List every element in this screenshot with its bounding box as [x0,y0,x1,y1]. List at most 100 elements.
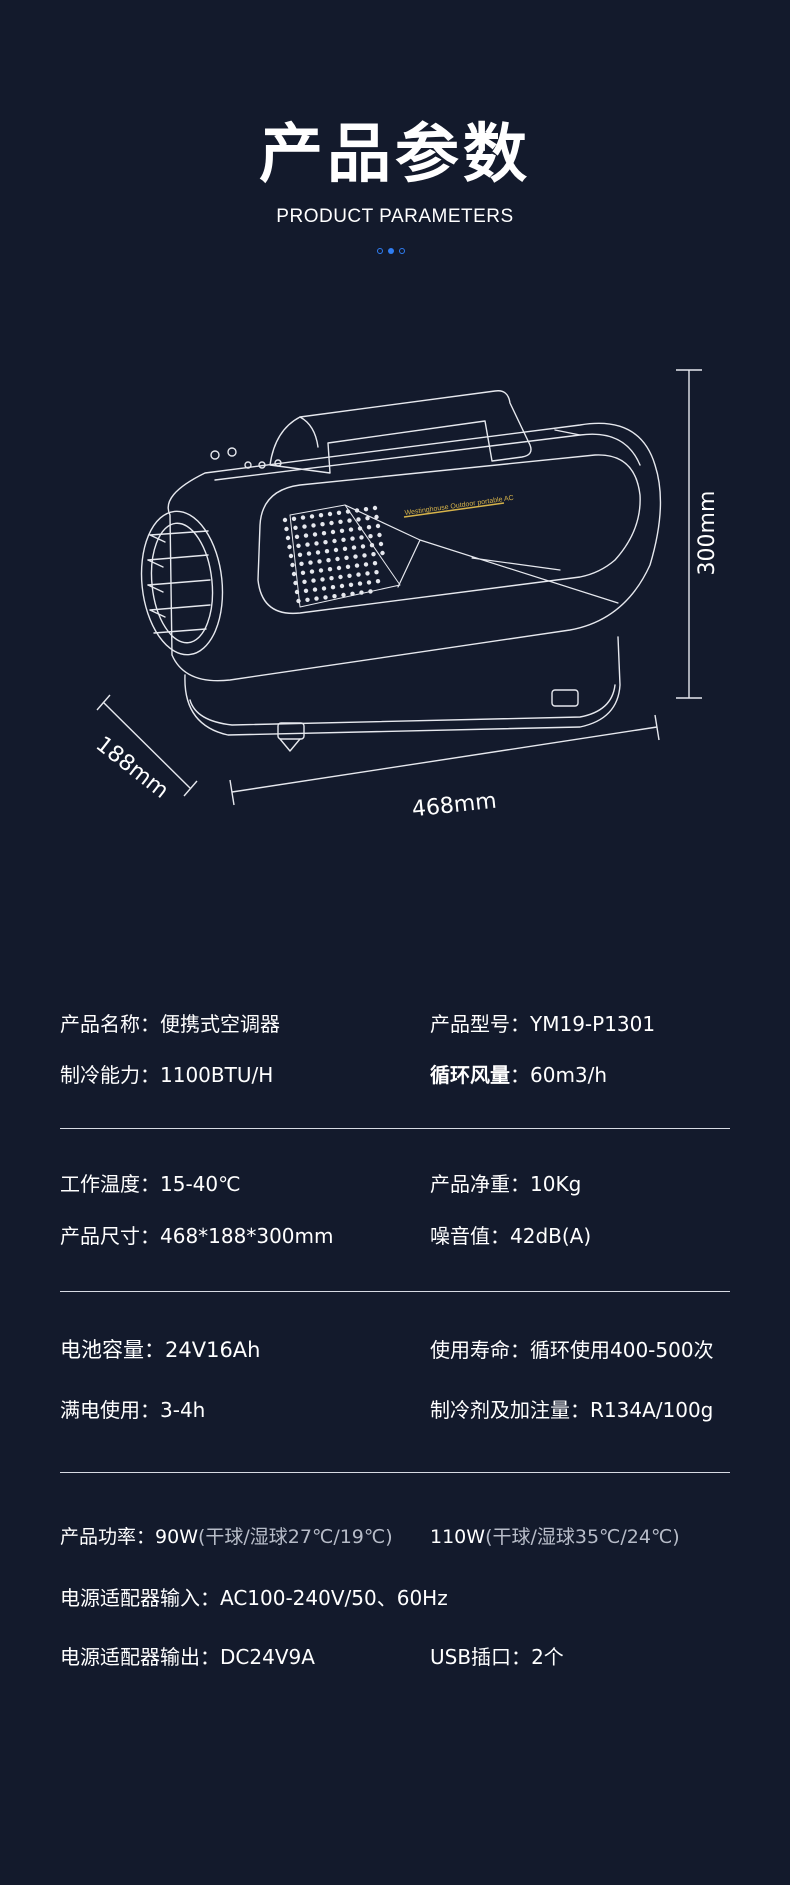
grille-dot [368,534,373,539]
grille-dot [305,597,310,602]
grille-dot [309,514,315,519]
grille-dot [320,577,325,582]
grille-dot [296,543,301,548]
spec-power-alt: 110W(干球/湿球35℃/24℃) [430,1522,680,1549]
spec-value: 60m3/h [530,1063,608,1087]
grille-dot [348,527,354,532]
spec-label: 噪音值： [430,1224,510,1248]
grille-dot [327,567,333,572]
dot-indicator [377,248,383,254]
base-platform-outline [184,636,621,736]
grille-dot [380,550,385,556]
spec-label: 产品名称： [60,1012,160,1036]
spec-label: 循环风量 [430,1063,510,1087]
spec-dimensions: 产品尺寸：468*188*300mm [60,1220,334,1249]
grille-dot [318,568,324,573]
dot-indicator [399,248,405,254]
grille-dot [375,523,381,529]
grille-dot [327,511,333,517]
spec-refrigerant: 制冷剂及加注量：R134A/100g [430,1394,713,1423]
spec-value: 110W [430,1526,486,1548]
spec-value: 15-40℃ [160,1172,241,1196]
grille-dot [359,535,364,540]
spec-value: DC24V9A [220,1645,315,1669]
grille-dot [299,561,304,566]
spec-battery: 电池容量：24V16Ah [60,1334,260,1364]
grille-dot [353,554,358,559]
grille-dot [332,594,337,599]
grille-dot [365,516,370,521]
base-foot [279,738,301,752]
grille-dot [368,589,373,594]
grille-dot [342,546,348,551]
height-dimension [676,369,702,699]
grille-dot [323,540,328,545]
grille-dot [290,562,295,568]
grille-dot [312,587,318,592]
grille-dot [339,583,345,589]
grille-dot [317,559,322,564]
grille-dot [354,563,360,568]
spec-label: USB插口： [430,1645,532,1669]
grille-dot [282,517,288,523]
grille-dot [329,576,334,581]
spec-airflow: 循环风量：60m3/h [430,1059,607,1088]
grille-dot [365,571,370,576]
grille-dot [357,526,363,531]
grille-dot [363,562,369,567]
spec-value: 42dB(A) [510,1224,592,1248]
grille-dot [294,534,300,539]
spec-label: 制冷剂及加注量： [430,1398,590,1422]
grille-dot [335,556,340,562]
grille-dot [345,509,351,514]
base-platform-band [189,684,616,726]
grille-dot [297,552,303,557]
dot-indicator-active [388,248,394,254]
spec-usb: USB插口：2个 [430,1641,564,1670]
grille-dot [347,573,352,578]
grille-dot [338,519,343,524]
brand-text: Westinghouse Outdoor portable AC [404,495,514,517]
grille-dot [291,571,297,577]
section-divider [60,1472,730,1473]
handle-inner-edge [299,416,319,448]
grille-dot [363,507,369,512]
grille-dot [356,572,361,577]
spec-value: 1100BTU/H [160,1063,274,1087]
grille-dot [354,508,360,513]
base-foot-right [551,689,579,707]
grille-dot [302,579,307,584]
grille-dot [347,518,352,523]
spec-adapter-output: 电源适配器输出：DC24V9A [60,1641,315,1670]
grille-dot [300,570,306,575]
top-control-buttons [210,429,581,469]
grille-dot [302,524,307,529]
spec-adapter-input: 电源适配器输入：AC100-240V/50、60Hz [60,1582,448,1611]
grille-dot [338,574,343,580]
spec-value: 循环使用400-500次 [530,1338,714,1362]
grille-dot [359,590,364,595]
spec-label: 满电使用： [60,1398,160,1422]
grille-dot [377,532,382,538]
grille-dot [285,535,291,541]
carry-handle [269,390,532,474]
grille-dot [366,525,372,530]
spec-label: 产品型号： [430,1012,530,1036]
grille-dot [314,596,319,601]
grille-dot [308,560,313,565]
grille-dot [309,569,315,574]
brand-stripe [403,502,505,518]
spec-value: 90W [155,1526,198,1548]
spec-label: 电池容量： [60,1338,165,1362]
grille-dot [288,553,294,559]
grille-dot [303,588,309,593]
grille-dot [300,515,306,520]
product-line-drawing: Westinghouse Outdoor portable AC 300mm 4… [91,369,720,822]
depth-dimension [96,694,198,797]
spec-value: 3-4h [160,1398,206,1422]
side-vent-inner [150,522,214,644]
grille-dot [374,514,379,520]
grille-dot [330,585,336,590]
spec-note: (干球/湿球27℃/19℃) [197,1526,393,1548]
grille-dot [336,510,342,515]
